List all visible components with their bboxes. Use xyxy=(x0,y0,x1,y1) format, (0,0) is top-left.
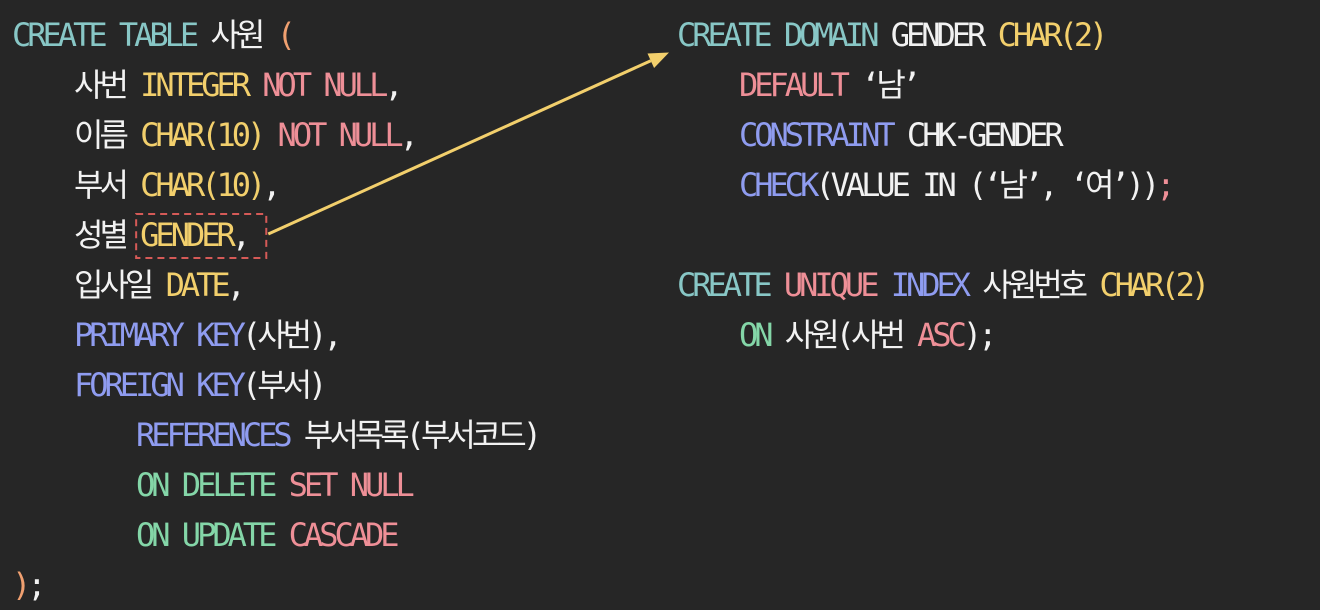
code-token: CREATE TABLE xyxy=(12,16,211,54)
code-line: CREATE UNIQUE INDEX 사원번호 CHAR(2) xyxy=(677,260,1210,310)
code-token: PRIMARY KEY xyxy=(74,316,246,354)
code-token: 사원(사번 xyxy=(784,316,918,354)
code-token: 사번 xyxy=(74,66,141,104)
code-token: ( xyxy=(276,16,296,54)
code-token: 부서목록(부서코드) xyxy=(303,416,542,454)
code-token: 사원번호 xyxy=(982,266,1100,304)
code-token: 사원 xyxy=(210,16,277,54)
code-token: 입사일 xyxy=(74,266,166,304)
code-token: CONSTRAINT xyxy=(739,116,907,154)
code-token: DEFAULT xyxy=(739,66,862,104)
code-token: SET NULL xyxy=(288,466,415,504)
code-line: FOREIGN KEY(부서) xyxy=(12,360,538,410)
reference-arrow-head-icon xyxy=(647,52,669,69)
code-token: CHAR(2) xyxy=(1099,266,1210,304)
code-token: (VALUE IN (‘남’, ‘여’)) xyxy=(815,166,1160,204)
code-token: GENDER xyxy=(890,16,998,54)
code-token: ) xyxy=(12,566,31,604)
code-token: (부서) xyxy=(241,366,327,404)
code-line: 입사일 DATE, xyxy=(12,260,538,310)
code-token: INDEX xyxy=(890,266,983,304)
code-token: ‘남’ xyxy=(861,66,921,104)
code-token: , xyxy=(231,216,263,254)
code-token: 성별 xyxy=(74,216,141,254)
code-line: ); xyxy=(12,560,538,610)
code-line: PRIMARY KEY(사번), xyxy=(12,310,538,360)
code-line: REFERENCES 부서목록(부서코드) xyxy=(12,410,542,460)
code-token: REFERENCES xyxy=(136,416,304,454)
code-token: CREATE xyxy=(677,266,784,304)
code-token: ; xyxy=(27,566,46,604)
code-token: CHAR(2) xyxy=(997,16,1109,54)
code-line: DEFAULT ‘남’ xyxy=(677,60,1206,110)
code-token: ; xyxy=(1156,166,1175,204)
code-line: 성별 GENDER, xyxy=(12,210,538,260)
code-line: CREATE DOMAIN GENDER CHAR(2) xyxy=(677,10,1206,60)
code-token: ASC xyxy=(917,316,967,354)
code-token: NOT NULL xyxy=(277,116,404,154)
code-line: 사번 INTEGER NOT NULL, xyxy=(12,60,538,110)
code-token: GENDER xyxy=(140,216,236,254)
code-token: UNIQUE xyxy=(783,266,891,304)
code-line xyxy=(677,210,1206,260)
code-line: 부서 CHAR(10), xyxy=(12,160,538,210)
code-token: DATE xyxy=(165,266,231,304)
code-token: CASCADE xyxy=(288,516,400,554)
code-line: 이름 CHAR(10) NOT NULL, xyxy=(12,110,538,160)
code-token: CHK-GENDER xyxy=(906,116,1064,154)
code-token: INTEGER xyxy=(140,66,263,104)
code-token: FOREIGN KEY xyxy=(74,366,246,404)
code-line: ON 사원(사번 ASC); xyxy=(677,310,1206,360)
code-line: CREATE TABLE 사원 ( xyxy=(12,10,538,60)
code-token: CHAR(10) xyxy=(140,166,266,204)
create-domain-index-code-block: CREATE DOMAIN GENDER CHAR(2)DEFAULT ‘남’C… xyxy=(677,10,1210,360)
code-token: (사번), xyxy=(241,316,343,354)
code-line: ON UPDATE CASCADE xyxy=(12,510,538,560)
code-token: , xyxy=(262,166,281,204)
code-token: 이름 xyxy=(74,116,141,154)
code-line: CHECK(VALUE IN (‘남’, ‘여’)); xyxy=(677,160,1206,210)
code-token: ); xyxy=(962,316,997,354)
code-token: 부서 xyxy=(74,166,141,204)
code-token: , xyxy=(384,66,403,104)
code-token: CHECK xyxy=(739,166,819,204)
code-token: NOT NULL xyxy=(262,66,388,104)
create-table-code-block: CREATE TABLE 사원 (사번 INTEGER NOT NULL,이름 … xyxy=(12,10,542,610)
code-token: , xyxy=(226,266,246,304)
code-line: CONSTRAINT CHK-GENDER xyxy=(677,110,1206,160)
code-token: ON DELETE xyxy=(136,466,289,504)
code-line: ON DELETE SET NULL xyxy=(12,460,538,510)
code-token: ON UPDATE xyxy=(136,516,289,554)
code-token: , xyxy=(399,116,419,154)
code-token: CHAR(10) xyxy=(140,116,278,154)
code-token: CREATE DOMAIN xyxy=(677,16,891,54)
code-token: ON xyxy=(739,316,785,354)
